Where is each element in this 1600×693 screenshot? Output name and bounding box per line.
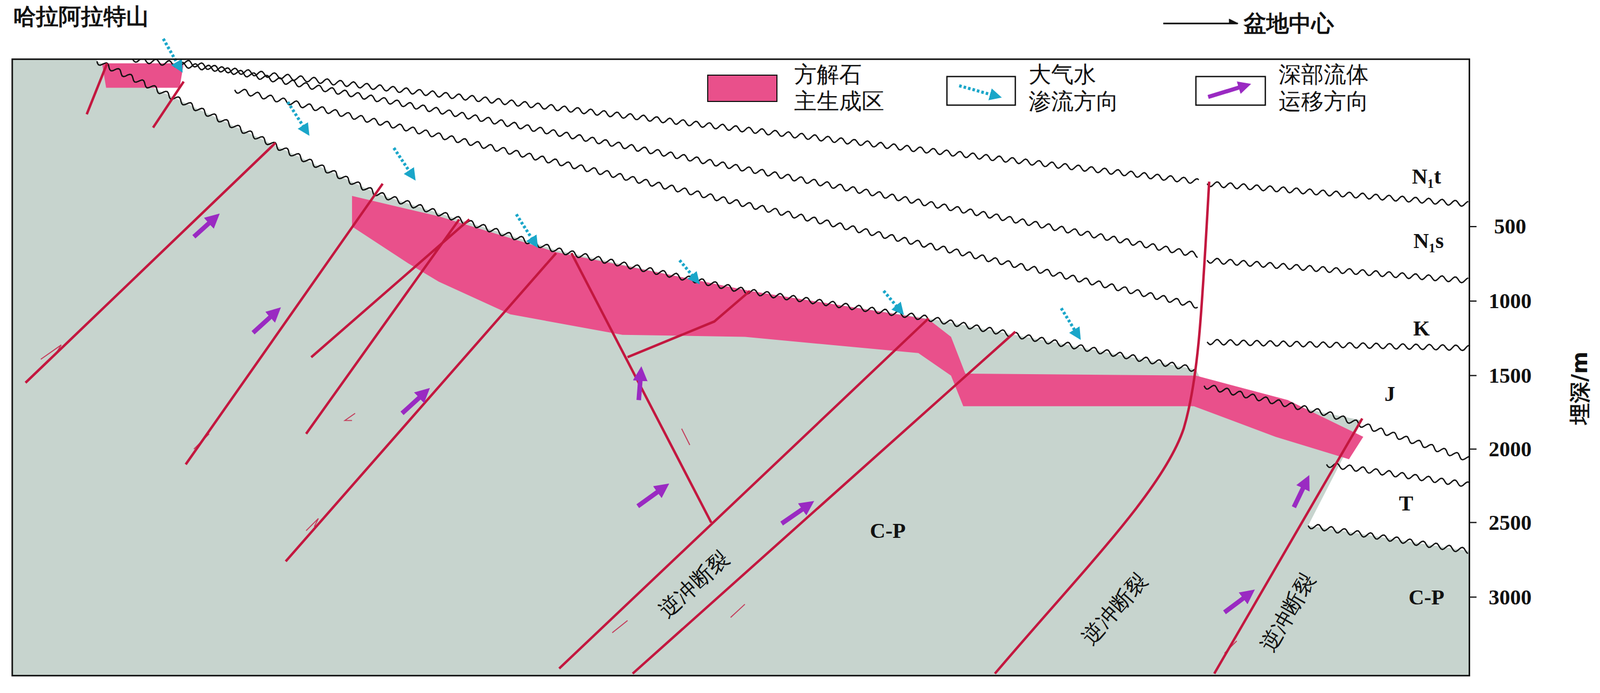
legend-text: 大气水 渗流方向 bbox=[1028, 61, 1122, 115]
direction-label: 盆地中心 bbox=[1243, 11, 1334, 36]
section-frame bbox=[12, 59, 1470, 675]
stratum-label: J bbox=[1384, 382, 1396, 406]
depth-value: 2500 bbox=[1488, 510, 1532, 535]
mountain-name: 哈拉阿拉特山 bbox=[13, 4, 149, 29]
stratum-label: N₁t bbox=[1412, 164, 1442, 189]
basement-fill bbox=[12, 59, 1470, 675]
unconformity-line bbox=[234, 89, 1198, 308]
deep-fluid-arrows bbox=[193, 218, 1306, 613]
depth-value: 1000 bbox=[1488, 289, 1532, 313]
unconformity-line bbox=[1204, 385, 1470, 460]
depth-value: 1500 bbox=[1488, 363, 1532, 388]
slip-indicators bbox=[40, 345, 1237, 653]
unconformity-line bbox=[1207, 339, 1470, 351]
unconformity-line bbox=[97, 61, 1195, 372]
basin-direction-arrow bbox=[1163, 22, 1238, 25]
stratum-label: K bbox=[1413, 316, 1430, 341]
unconformity-line bbox=[1308, 524, 1469, 554]
stratum-label: T bbox=[1398, 491, 1414, 516]
legend-text: 深部流体 运移方向 bbox=[1278, 61, 1372, 115]
calcite-zone-top bbox=[101, 63, 184, 88]
meteoric-water-arrows bbox=[287, 101, 1078, 335]
meteoric-arrow-top bbox=[163, 38, 180, 68]
axis-title: 埋深/m bbox=[1567, 351, 1592, 425]
legend-text: 方解石 主生成区 bbox=[794, 61, 888, 115]
unconformity-line bbox=[178, 60, 1198, 258]
section-body bbox=[12, 59, 1470, 675]
depth-value: 3000 bbox=[1488, 585, 1532, 609]
unconformity-line bbox=[1326, 463, 1470, 487]
unconformity-line bbox=[1207, 258, 1469, 283]
depth-ticks bbox=[1469, 226, 1477, 597]
stratum-label: N₁s bbox=[1413, 229, 1444, 253]
depth-value: 2000 bbox=[1488, 437, 1532, 461]
legend-swatch bbox=[707, 74, 778, 102]
fault-lines bbox=[25, 63, 1363, 674]
stratum-label: C-P bbox=[1408, 585, 1445, 609]
depth-value: 500 bbox=[1494, 214, 1527, 239]
stratum-label: C-P bbox=[869, 518, 906, 543]
unconformity-lines bbox=[97, 59, 1470, 554]
unconformity-line bbox=[132, 59, 1199, 183]
